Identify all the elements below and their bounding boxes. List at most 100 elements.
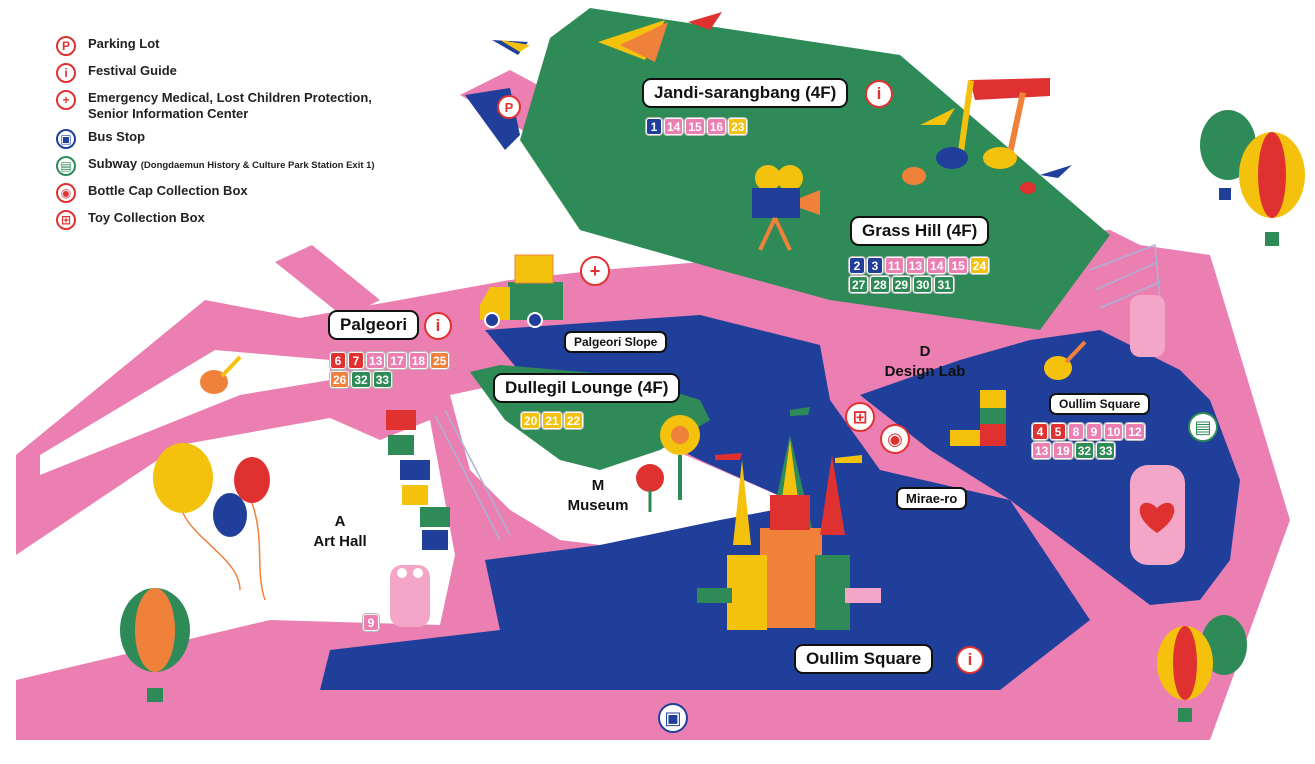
bottle-cap-icon[interactable]: ◉: [880, 424, 910, 454]
balloons-icon: [153, 443, 270, 601]
program-number-badge: 6: [329, 351, 347, 370]
food-truck-icon: [480, 254, 563, 328]
program-number-badge: 4: [1031, 422, 1049, 441]
program-number-badge: 27: [847, 275, 870, 294]
medical-icon: +: [56, 90, 76, 110]
legend-label: Festival Guide: [88, 63, 177, 78]
map-legend: P Parking Lot i Festival Guide + Emergen…: [56, 36, 408, 237]
zone-name: Museum: [567, 497, 629, 514]
kite-icon: [492, 12, 722, 62]
legend-label: Subway: [88, 156, 138, 171]
palgeori-slope-label[interactable]: Palgeori Slope: [564, 331, 668, 353]
program-number-badge: 5: [1049, 422, 1067, 441]
info-icon[interactable]: i: [865, 80, 893, 108]
parking-icon: P: [56, 36, 76, 56]
zone-letter: M: [591, 477, 605, 494]
program-number-badge: 15: [684, 117, 706, 136]
program-number-badge: 17: [386, 351, 408, 370]
program-number-badge: 14: [662, 117, 685, 136]
subway-icon[interactable]: ▤: [1188, 412, 1218, 442]
program-number-badge: 14: [926, 256, 948, 275]
legend-item-parking: P Parking Lot: [56, 36, 408, 56]
legend-item-toy: ⊞ Toy Collection Box: [56, 210, 408, 230]
program-number-badge: 10: [1102, 422, 1125, 441]
legend-item-medical: + Emergency Medical, Lost Children Prote…: [56, 90, 408, 122]
program-number-badge: 9: [362, 613, 380, 632]
program-number-badge: 18: [407, 351, 430, 370]
hot-air-balloon-icon: [120, 110, 1305, 722]
program-number-badge: 13: [364, 351, 387, 370]
zone-letter: D: [919, 343, 931, 360]
program-number-badge: 24: [968, 256, 991, 275]
program-number-badge: 32: [1073, 441, 1096, 460]
bottle-cap-icon: ◉: [56, 183, 76, 203]
medical-icon[interactable]: +: [580, 256, 610, 286]
grass-hill-label[interactable]: Grass Hill (4F): [850, 216, 990, 246]
legend-label: Toy Collection Box: [88, 210, 205, 225]
info-icon[interactable]: i: [956, 646, 984, 674]
program-number-badge: 12: [1124, 422, 1146, 441]
pinwheel-icon: [636, 415, 700, 512]
toy-icon: ⊞: [56, 210, 76, 230]
oullim-square-label[interactable]: Oullim Square: [1049, 393, 1151, 415]
program-number-badge: 21: [541, 411, 563, 430]
lego-blocks-icon: [950, 390, 1006, 446]
legend-label: Bus Stop: [88, 129, 146, 144]
jandi-sarangbang-label[interactable]: Jandi-sarangbang (4F): [642, 78, 849, 108]
zone-letter: A: [334, 513, 346, 530]
program-number-badge: 9: [1085, 422, 1103, 441]
program-number-badge: 29: [890, 275, 913, 294]
museum-zone[interactable]: M Museum: [548, 476, 648, 516]
program-number-badge: 1: [645, 117, 663, 136]
legend-label: Emergency Medical, Lost Children Protect…: [88, 90, 372, 121]
legend-item-festival-guide: i Festival Guide: [56, 63, 408, 83]
program-number-badge: 15: [947, 256, 969, 275]
bus-icon: ▣: [56, 129, 76, 149]
mascot-icon: [390, 295, 1185, 627]
zone-name: Design Lab: [884, 363, 966, 380]
program-number-badge: 13: [1030, 441, 1053, 460]
parking-icon[interactable]: P: [497, 95, 521, 119]
legend-item-subway: ▤ Subway (Dongdaemun History & Culture P…: [56, 156, 408, 176]
design-lab-zone[interactable]: D Design Lab: [870, 342, 980, 382]
program-number-badge: 32: [350, 370, 372, 389]
legend-item-bus: ▣ Bus Stop: [56, 129, 408, 149]
bus-icon[interactable]: ▣: [658, 703, 688, 733]
oullim-square-main-label[interactable]: Oullim Square: [794, 644, 934, 674]
program-number-badge: 2: [848, 256, 866, 275]
music-notes-icon: [902, 78, 1072, 194]
palgeori-label[interactable]: Palgeori: [328, 310, 420, 340]
program-number-badge: 3: [866, 256, 884, 275]
program-number-badge: 7: [347, 351, 365, 370]
market-stalls-icon: [386, 410, 450, 550]
program-number-badge: 16: [705, 117, 728, 136]
dullegil-lounge-label[interactable]: Dullegil Lounge (4F): [493, 373, 681, 403]
program-number-badge: 11: [884, 256, 905, 275]
mirae-ro-label[interactable]: Mirae-ro: [896, 487, 968, 510]
art-hall-zone[interactable]: A Art Hall: [290, 512, 390, 552]
info-icon[interactable]: i: [424, 312, 452, 340]
castle-icon: [697, 407, 881, 630]
program-number-badge: 19: [1052, 441, 1074, 460]
program-number-badge: 33: [371, 370, 394, 389]
legend-item-bottle-cap: ◉ Bottle Cap Collection Box: [56, 183, 408, 203]
program-number-badge: 25: [429, 351, 451, 370]
legend-note: (Dongdaemun History & Culture Park Stati…: [140, 160, 375, 171]
program-number-badge: 33: [1095, 441, 1117, 460]
subway-icon: ▤: [56, 156, 76, 176]
guitar-icon: [200, 340, 1087, 394]
program-number-badge: 30: [912, 275, 934, 294]
zone-name: Art Hall: [313, 533, 367, 550]
info-icon: i: [56, 63, 76, 83]
toy-icon[interactable]: ⊞: [845, 402, 875, 432]
legend-label: Bottle Cap Collection Box: [88, 183, 248, 198]
program-badges: 9: [362, 613, 380, 632]
program-number-badge: 22: [562, 411, 585, 430]
camera-icon: [752, 165, 820, 251]
